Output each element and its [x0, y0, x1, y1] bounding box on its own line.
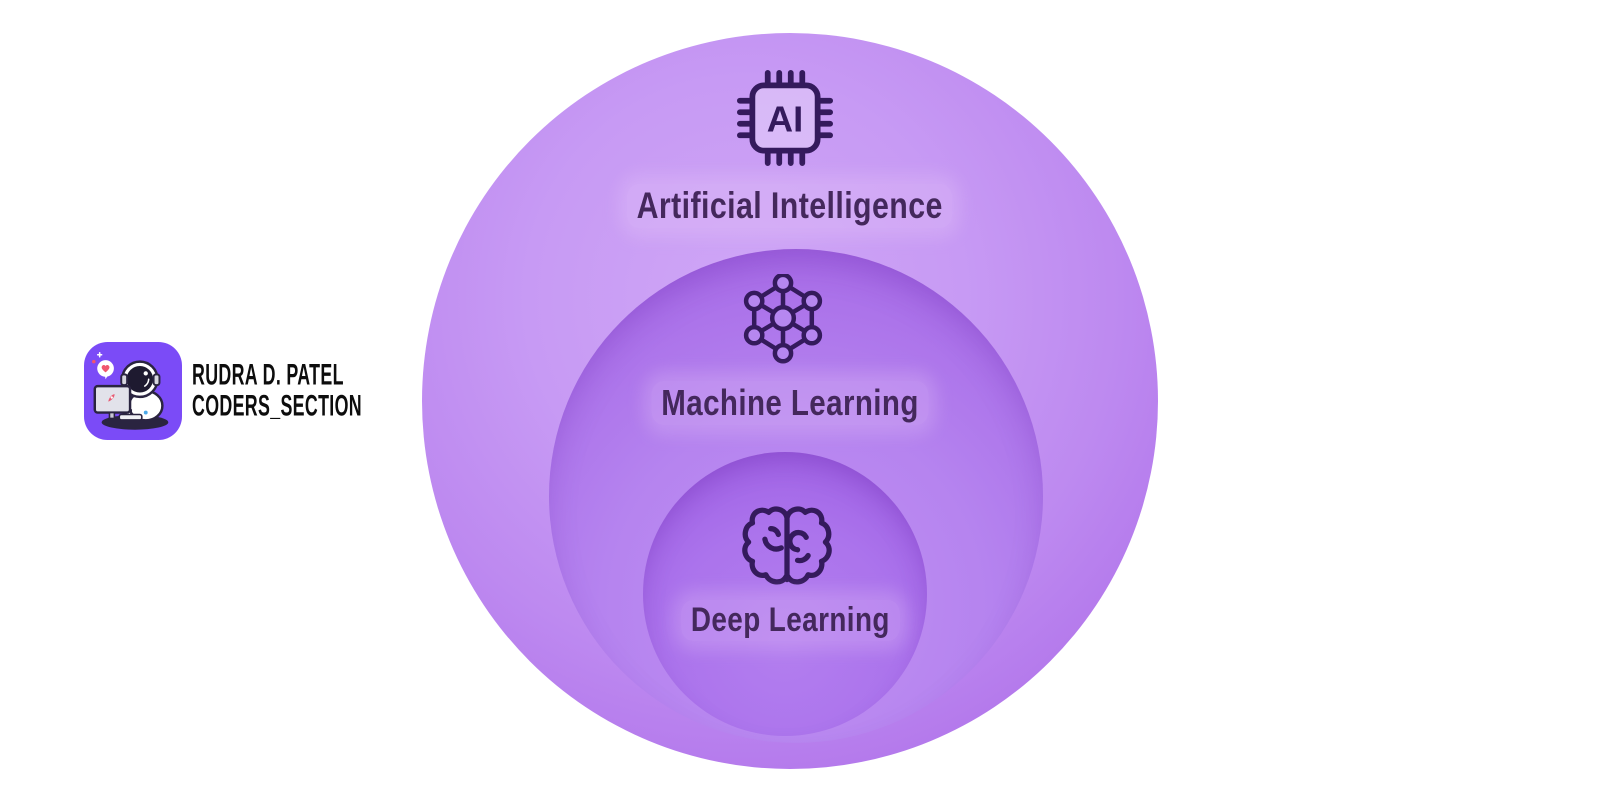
brain-icon [739, 497, 835, 593]
ai-chip-icon-text: AI [767, 98, 803, 139]
brand-block: RUDRA D. PATEL CODERS_SECTION [84, 342, 450, 440]
neural-network-icon [738, 274, 828, 364]
astronaut-at-computer-icon [84, 342, 182, 440]
brand-handle: CODERS_SECTION [192, 389, 362, 423]
circle-deep-learning [643, 452, 927, 736]
brand-logo [84, 342, 182, 440]
ai-chip-icon: AI [737, 70, 833, 166]
brand-name: RUDRA D. PATEL [192, 358, 344, 392]
brand-text: RUDRA D. PATEL CODERS_SECTION [192, 358, 450, 423]
